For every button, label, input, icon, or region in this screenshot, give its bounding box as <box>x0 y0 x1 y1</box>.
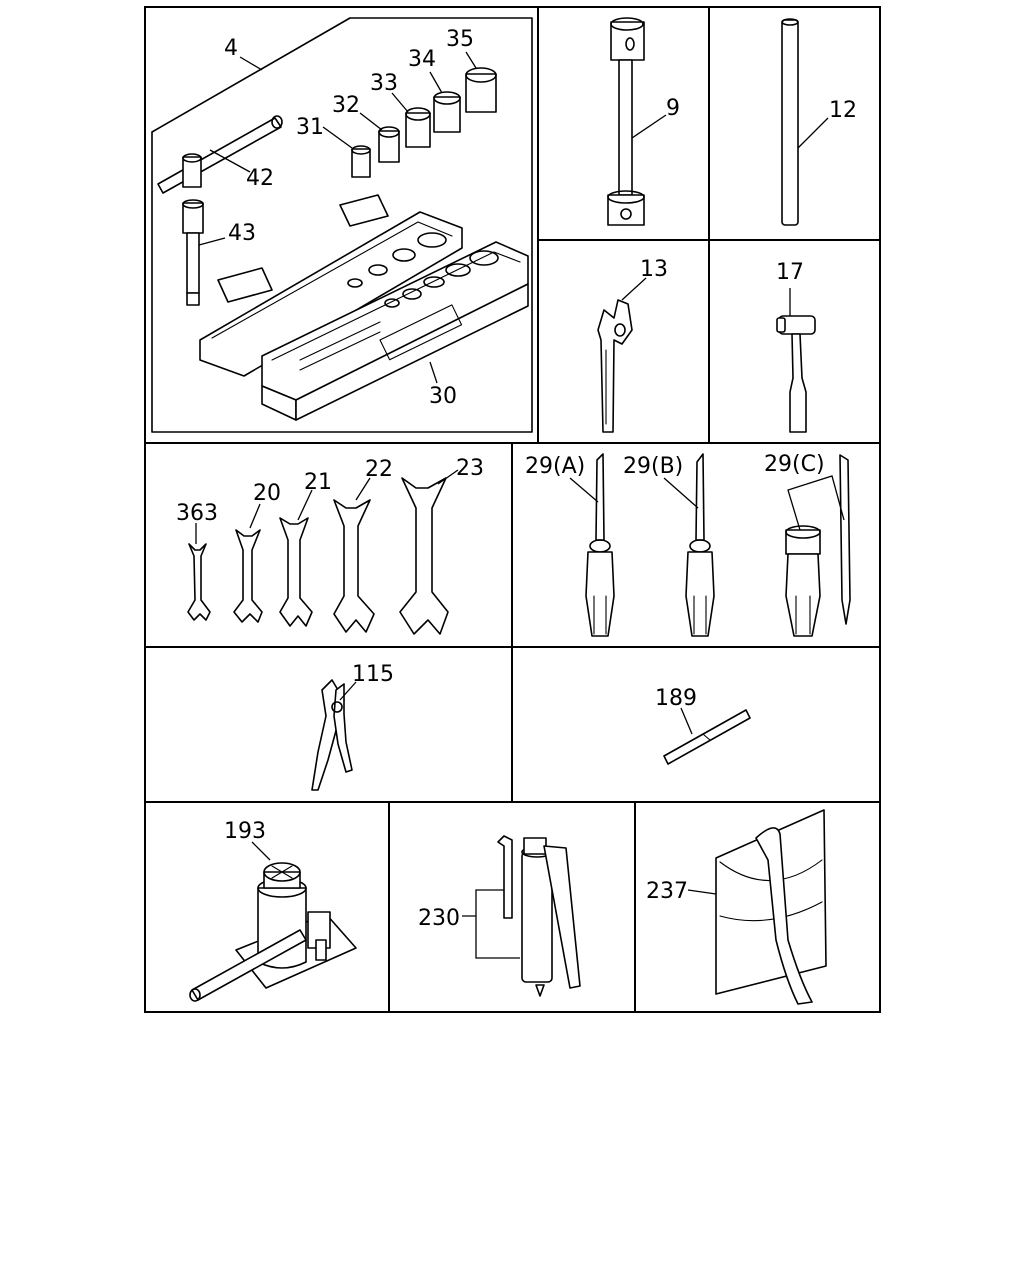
callout-31: 31 <box>296 115 324 140</box>
callout-32: 32 <box>332 93 360 118</box>
socket-33-icon <box>391 92 431 148</box>
callout-193: 193 <box>224 819 266 844</box>
box-wrench-icon <box>607 17 667 226</box>
diagram-frame <box>144 6 881 1013</box>
tommy-bar-icon <box>781 18 829 226</box>
callout-33: 33 <box>370 71 398 96</box>
callout-23: 23 <box>456 456 484 481</box>
callout-43: 43 <box>228 221 256 246</box>
callout-17: 17 <box>776 260 804 285</box>
callout-21: 21 <box>304 470 332 495</box>
callout-35: 35 <box>446 27 474 52</box>
callout-4: 4 <box>224 36 238 61</box>
t-handle-bar-icon <box>157 115 283 194</box>
callout-29b: 29(B) <box>623 454 683 479</box>
callout-20: 20 <box>253 481 281 506</box>
tool-case-icon <box>199 194 529 421</box>
callout-29c: 29(C) <box>764 452 825 477</box>
socket-35-icon <box>465 51 497 113</box>
grease-gun-icon <box>462 835 581 997</box>
callout-115: 115 <box>352 662 394 687</box>
hydraulic-jack-icon <box>189 841 357 1002</box>
screwdriver-29a-icon <box>569 453 615 637</box>
socket-32-icon <box>359 112 400 163</box>
hammer-icon <box>776 288 816 433</box>
callout-30: 30 <box>429 384 457 409</box>
socket-set-panel <box>151 17 533 433</box>
callout-42: 42 <box>246 166 274 191</box>
spanner-22-icon <box>333 477 375 633</box>
callout-237: 237 <box>646 879 688 904</box>
spanner-363-icon <box>187 523 211 621</box>
callout-29a: 29(A) <box>525 454 585 479</box>
callout-labels: 4 42 43 31 32 33 34 35 30 9 12 13 17 363… <box>176 27 857 931</box>
callout-22: 22 <box>365 457 393 482</box>
screwdriver-29b-icon <box>663 453 715 637</box>
extension-bar-icon <box>182 199 226 306</box>
spanner-23-icon <box>399 469 459 635</box>
screwdriver-29c-icon <box>785 454 851 637</box>
callout-189: 189 <box>655 686 697 711</box>
screwdriver-set-panel <box>569 453 851 637</box>
pin-icon <box>663 707 751 765</box>
socket-34-icon <box>429 71 461 133</box>
callout-9: 9 <box>666 96 680 121</box>
pliers-icon <box>311 679 357 791</box>
callout-363: 363 <box>176 501 218 526</box>
socket-31-icon <box>322 126 371 178</box>
callout-230: 230 <box>418 906 460 931</box>
spanner-20-icon <box>233 503 263 623</box>
callout-12: 12 <box>829 98 857 123</box>
spanner-21-icon <box>279 489 313 627</box>
callout-34: 34 <box>408 47 436 72</box>
adjustable-wrench-icon <box>597 277 647 433</box>
spanner-set-panel <box>187 469 459 635</box>
callout-13: 13 <box>640 257 668 282</box>
tool-bag-icon <box>687 809 827 1005</box>
